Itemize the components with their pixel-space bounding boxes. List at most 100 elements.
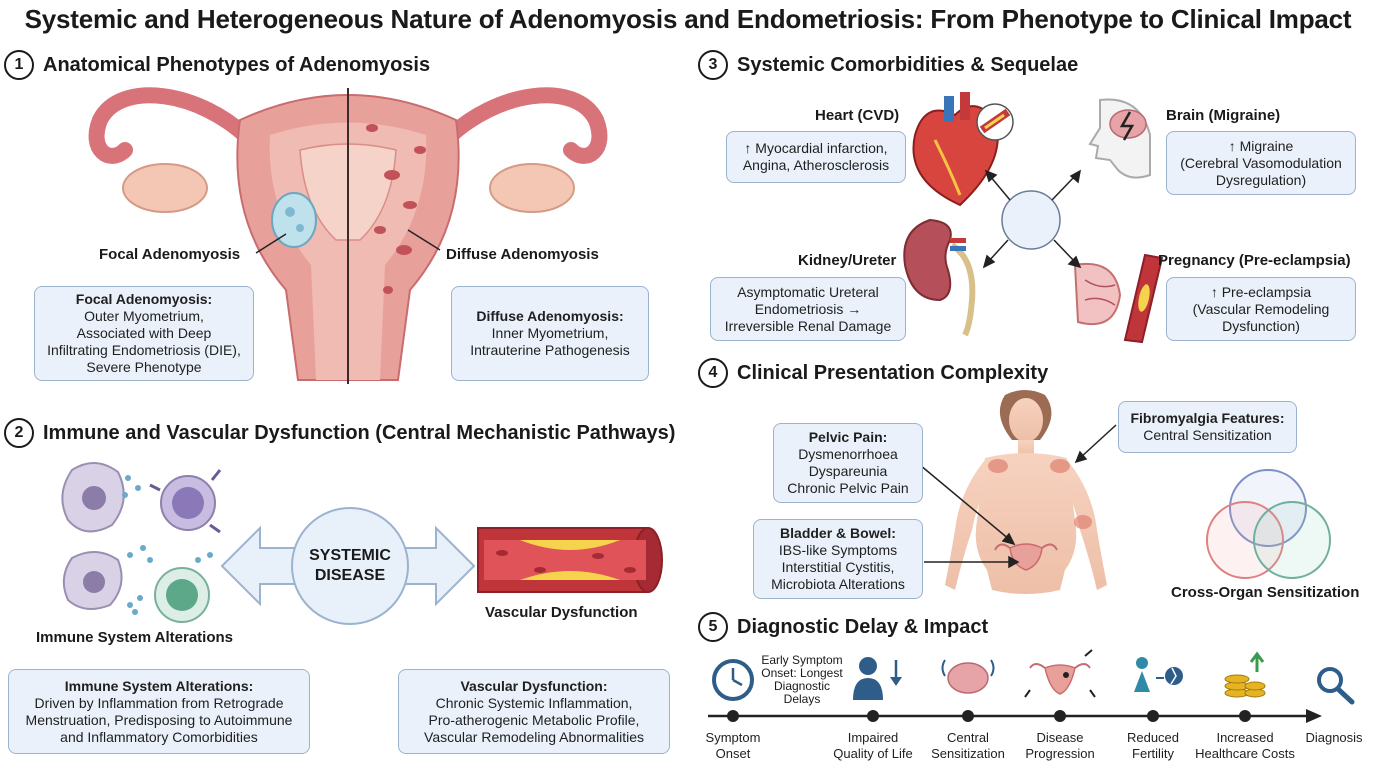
vascular-dysfunction-box: Vascular Dysfunction: Chronic Systemic I…	[398, 669, 670, 754]
heart-box: ↑ Myocardial infarction, Angina, Atheros…	[726, 131, 906, 183]
focal-box-line: Associated with Deep	[76, 325, 212, 341]
bladder-bowel-line: Microbiota Alterations	[771, 576, 905, 592]
brain-label: Brain (Migraine)	[1166, 107, 1281, 124]
systemic-disease-line: SYSTEMIC	[309, 547, 391, 564]
focal-box-line: Infiltrating Endometriosis (DIE),	[47, 342, 241, 358]
focal-lesion	[271, 192, 317, 248]
pelvic-pain-line: Dyspareunia	[808, 463, 888, 479]
immune-box-line: Driven by Inflammation from Retrograde	[34, 694, 284, 711]
timeline-step-line: Quality of Life	[833, 746, 913, 761]
vascular-dysfunction-label: Vascular Dysfunction	[485, 604, 638, 621]
timeline-step-line: Fertility	[1132, 746, 1174, 761]
section-4-header: 4 Clinical Presentation Complexity	[698, 358, 1048, 388]
immune-box-line: and Inflammatory Comorbidities	[60, 728, 258, 745]
timeline-step-disease-progression: Disease Progression	[1025, 730, 1094, 762]
kidney-box-line: Irreversible Renal Damage	[724, 317, 892, 334]
section-1-header: 1 Anatomical Phenotypes of Adenomyosis	[4, 50, 430, 80]
female-body-illustration	[945, 390, 1107, 594]
focal-box-title: Focal Adenomyosis:	[75, 291, 213, 307]
pelvic-pain-box: Pelvic Pain: Dysmenorrhoea Dyspareunia C…	[773, 423, 923, 503]
person-down-icon	[853, 657, 902, 700]
section-2-number: 2	[4, 418, 34, 448]
immune-box-title: Immune System Alterations:	[64, 677, 254, 694]
section-3-header: 3 Systemic Comorbidities & Sequelae	[698, 50, 1078, 80]
right-ovary	[489, 163, 575, 213]
bladder-bowel-line: IBS-like Symptoms	[778, 542, 898, 558]
timeline-step-line: Central	[947, 730, 989, 745]
diffuse-box-line: Inner Myometrium,	[491, 325, 609, 341]
section-4-number: 4	[698, 358, 728, 388]
timeline-step-line: Progression	[1025, 746, 1095, 761]
brain-box-line: Dysregulation)	[1215, 171, 1307, 188]
uterus-illustration	[88, 87, 608, 384]
fibromyalgia-line: Central Sensitization	[1143, 427, 1272, 443]
timeline-step-line: Diagnosis	[1305, 730, 1363, 745]
uterus-arrows-icon	[1024, 649, 1096, 698]
timeline-step-quality-of-life: Impaired Quality of Life	[833, 730, 913, 762]
immune-box-line: Menstruation, Predisposing to Autoimmune	[25, 711, 293, 728]
timeline-step-line: Impaired	[847, 730, 899, 745]
immune-system-label: Immune System Alterations	[36, 629, 233, 646]
early-onset-line: Early Symptom	[761, 653, 843, 667]
timeline-step-line: Symptom	[705, 730, 761, 745]
pelvic-pain-line: Dysmenorrhoea	[798, 446, 898, 462]
timeline-step-line: Sensitization	[931, 746, 1005, 761]
systemic-disease-circle	[291, 507, 409, 625]
kidney-box-line: Endometriosis →	[754, 300, 862, 317]
section-4-title: Clinical Presentation Complexity	[737, 361, 1049, 384]
timeline-step-central-sensitization: Central Sensitization	[931, 730, 1005, 762]
focal-adenomyosis-label: Focal Adenomyosis	[99, 246, 241, 263]
vascular-box-title: Vascular Dysfunction:	[460, 677, 608, 694]
magnifier-icon	[1317, 667, 1355, 705]
brain-signal-icon	[941, 659, 995, 694]
diffuse-box-line: Intrauterine Pathogenesis	[470, 342, 630, 358]
pregnancy-box: ↑ Pre-eclampsia (Vascular Remodeling Dys…	[1166, 277, 1356, 341]
section-5-header: 5 Diagnostic Delay & Impact	[698, 612, 988, 642]
vascular-box-line: Chronic Systemic Inflammation,	[435, 694, 633, 711]
immune-cells-illustration	[61, 462, 222, 623]
kidney-box: Asymptomatic Ureteral Endometriosis → Ir…	[710, 277, 906, 341]
vascular-box-line: Vascular Remodeling Abnormalities	[424, 728, 644, 745]
section-3-number: 3	[698, 50, 728, 80]
left-double-arrow	[220, 525, 299, 607]
left-ovary	[122, 163, 208, 213]
section-5-number: 5	[698, 612, 728, 642]
heart-box-line: Angina, Atherosclerosis	[742, 157, 890, 173]
section-3-title: Systemic Comorbidities & Sequelae	[737, 53, 1079, 76]
timeline-step-reduced-fertility: Reduced Fertility	[1127, 730, 1179, 762]
placenta-vessel-illustration	[1073, 253, 1164, 344]
timeline-step-line: Reduced	[1126, 730, 1180, 745]
kidney-box-line: Asymptomatic Ureteral	[737, 283, 879, 300]
right-double-arrow	[403, 525, 476, 607]
vascular-box-line: Pro-atherogenic Metabolic Profile,	[428, 711, 640, 728]
section-4-arrows	[919, 424, 1117, 569]
coins-up-icon	[1224, 651, 1266, 698]
bladder-bowel-title: Bladder & Bowel:	[780, 525, 896, 541]
kidney-illustration	[903, 218, 976, 337]
focal-box-line: Outer Myometrium,	[84, 308, 204, 324]
clock-icon	[712, 659, 754, 701]
comorbidity-hub	[982, 169, 1082, 269]
bladder-bowel-line: Interstitial Cystitis,	[781, 559, 895, 575]
early-onset-line: Diagnostic	[773, 679, 831, 693]
fibromyalgia-box: Fibromyalgia Features: Central Sensitiza…	[1118, 401, 1297, 453]
diffuse-adenomyosis-label: Diffuse Adenomyosis	[446, 246, 599, 263]
timeline-step-diagnosis: Diagnosis	[1305, 730, 1362, 746]
timeline-step-line: Onset	[715, 746, 751, 761]
fibromyalgia-title: Fibromyalgia Features:	[1130, 410, 1285, 426]
blood-vessel-illustration	[477, 527, 663, 593]
section-5-title: Diagnostic Delay & Impact	[737, 615, 989, 638]
focal-box-line: Severe Phenotype	[86, 359, 202, 375]
systemic-disease-line: DISEASE	[314, 567, 386, 584]
heart-illustration	[912, 92, 1014, 207]
pregnancy-label: Pregnancy (Pre-eclampsia)	[1158, 252, 1351, 269]
section-2-title: Immune and Vascular Dysfunction (Central…	[43, 421, 676, 444]
pelvic-pain-line: Chronic Pelvic Pain	[787, 480, 909, 496]
heart-box-line: ↑ Myocardial infarction,	[744, 140, 888, 156]
timeline-step-line: Healthcare Costs	[1195, 746, 1295, 761]
timeline-step-symptom-onset: Symptom Onset	[706, 730, 761, 762]
cross-organ-label: Cross-Organ Sensitization	[1171, 584, 1360, 601]
pregnancy-box-line: Dysfunction)	[1222, 317, 1300, 334]
pregnancy-box-line: (Vascular Remodeling	[1192, 300, 1330, 317]
early-onset-note: Early Symptom Onset: Longest Diagnostic …	[756, 654, 848, 706]
